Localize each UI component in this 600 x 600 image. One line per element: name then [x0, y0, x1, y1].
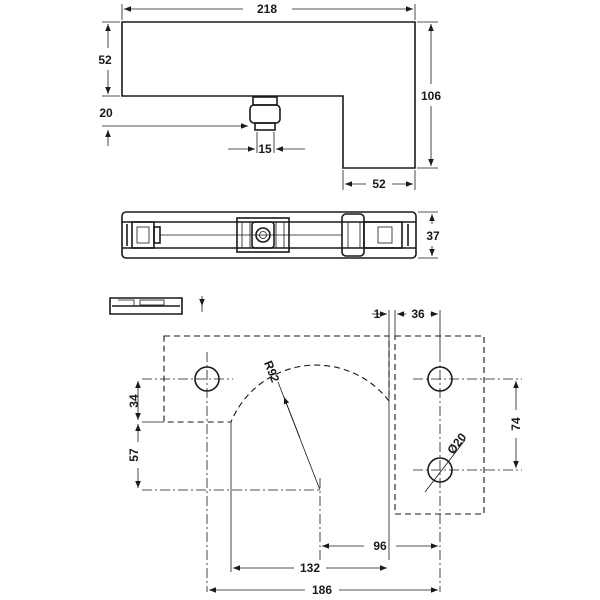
side-view-right-clamp — [341, 213, 409, 257]
top-view-outline — [121, 21, 416, 169]
dim-label-96: 96 — [373, 539, 387, 553]
dim-label-20: 20 — [99, 106, 113, 120]
template-right-plate — [394, 335, 485, 515]
dim-132: 132 — [233, 561, 387, 575]
dim-label-r92: R92 — [261, 359, 282, 385]
dim-label-132: 132 — [300, 561, 320, 575]
dim-top-width: 218 — [121, 2, 416, 20]
dim-side-thickness: 37 — [418, 211, 440, 259]
section-view — [109, 296, 205, 315]
dim-top-upper: 52 — [98, 21, 120, 97]
dim-left-lower: 57 — [127, 424, 141, 488]
dim-top-height: 106 — [417, 21, 441, 169]
dim-label-74: 74 — [509, 417, 523, 431]
dim-radius: R92 — [261, 359, 321, 491]
dim-186: 186 — [209, 583, 438, 597]
dim-top-leg: 52 — [342, 170, 416, 191]
dim-label-52-leg: 52 — [372, 177, 386, 191]
template-left-plate — [163, 335, 390, 423]
dim-label-186: 186 — [312, 583, 332, 597]
dim-label-52-upper: 52 — [98, 53, 112, 67]
dim-label-d20: Ø20 — [444, 430, 469, 457]
side-view-pin — [236, 217, 290, 253]
side-view: 37 — [121, 211, 440, 259]
dim-hole-spacing: 74 — [509, 381, 523, 468]
dim-label-218: 218 — [257, 2, 277, 16]
side-view-left-clamp — [126, 221, 161, 249]
top-view: 218 52 20 15 1 — [98, 2, 441, 191]
dim-label-34: 34 — [127, 394, 141, 408]
dim-label-1: 1 — [374, 307, 381, 321]
top-view-pin — [249, 96, 281, 131]
dim-96: 96 — [322, 539, 438, 553]
drilling-template: R92 Ø20 1 36 74 34 — [127, 307, 523, 597]
dim-label-15: 15 — [258, 142, 272, 156]
dim-gap: 1 — [372, 307, 387, 321]
dim-top-pin: 15 — [228, 132, 305, 156]
dim-label-36: 36 — [411, 307, 425, 321]
dim-label-106: 106 — [421, 89, 441, 103]
dim-top-offset: 20 — [99, 106, 248, 146]
dim-plate-width: 36 — [397, 307, 438, 321]
side-view-body — [121, 211, 417, 259]
dim-label-37: 37 — [426, 229, 440, 243]
dim-left-upper: 34 — [127, 381, 141, 420]
dim-label-57: 57 — [127, 448, 141, 462]
